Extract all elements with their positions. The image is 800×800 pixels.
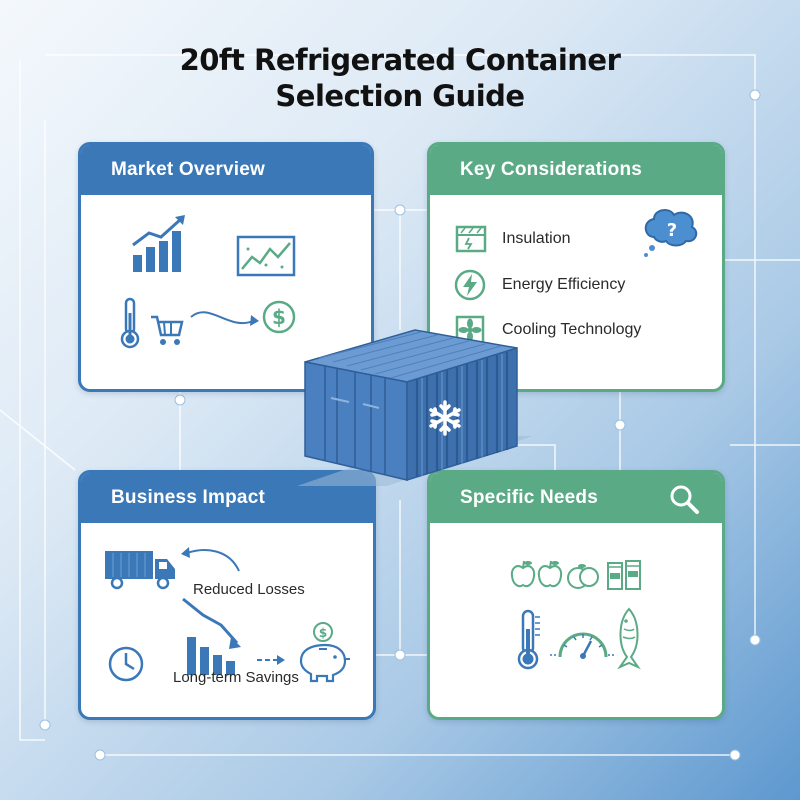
- svg-text:$: $: [319, 626, 327, 640]
- market-overview-title: Market Overview: [111, 159, 266, 180]
- specific-needs-card: Specific Needs: [427, 470, 725, 720]
- thermometer-icon: [120, 297, 140, 349]
- dollar-icon: $: [262, 300, 296, 334]
- title-line-2: Selection Guide: [275, 79, 525, 113]
- svg-text:?: ?: [667, 220, 677, 241]
- energy-efficiency-label: Energy Efficiency: [502, 276, 626, 293]
- thermometer-icon: [517, 609, 540, 670]
- arrow-icon: [190, 311, 259, 326]
- reduced-losses-label: Reduced Losses: [193, 581, 305, 598]
- title-line-1: 20ft Refrigerated Container: [179, 43, 621, 77]
- arrow-right-icon: [257, 655, 285, 665]
- refrigerated-container: [297, 329, 533, 486]
- gauge-icon: [550, 632, 616, 659]
- truck-icon: [105, 551, 175, 590]
- specific-needs-header: Specific Needs: [430, 473, 722, 523]
- curved-arrow-icon: [181, 547, 240, 572]
- snowflake-icon: [429, 400, 461, 436]
- cooling-technology-label: Cooling Technology: [502, 321, 642, 338]
- fish-icon: [617, 607, 641, 670]
- key-considerations-title: Key Considerations: [460, 159, 643, 180]
- clock-icon: [108, 646, 144, 682]
- dairy-icon: [607, 560, 641, 590]
- market-overview-card: Market Overview $: [78, 142, 374, 392]
- bar-chart-down-icon: [182, 597, 241, 675]
- insulation-icon: [455, 225, 487, 253]
- market-overview-header: Market Overview: [81, 145, 371, 195]
- business-impact-title: Business Impact: [111, 487, 265, 508]
- search-icon[interactable]: [668, 483, 700, 515]
- line-chart-icon: [236, 235, 296, 277]
- piggy-bank-icon: $: [299, 622, 350, 683]
- apple-icon: [537, 560, 563, 588]
- shopping-cart-icon: [151, 315, 184, 345]
- page-title: 20ft Refrigerated Container Selection Gu…: [0, 42, 800, 114]
- bar-chart-up-icon: [132, 215, 185, 272]
- lightning-icon: [454, 269, 486, 301]
- svg-text:$: $: [272, 305, 286, 329]
- business-impact-card: Business Impact Reduced Losses $: [78, 470, 376, 720]
- apple-icon: [510, 560, 536, 588]
- specific-needs-title: Specific Needs: [460, 487, 598, 508]
- orange-icon: [567, 564, 599, 589]
- question-bubble-icon: ?: [644, 209, 698, 257]
- key-considerations-header: Key Considerations: [430, 145, 722, 195]
- long-term-savings-label: Long-term Savings: [173, 669, 299, 686]
- insulation-label: Insulation: [502, 230, 571, 247]
